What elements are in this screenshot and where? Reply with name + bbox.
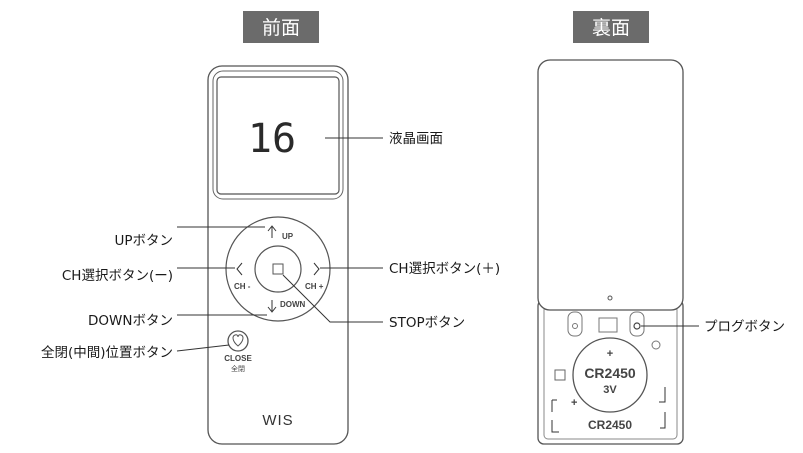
callout-ch-minus: CH選択ボタン(ー) <box>62 268 173 284</box>
up-label: UP <box>282 232 294 241</box>
battery-model-bottom: CR2450 <box>588 418 632 432</box>
ch-minus-button[interactable]: CH - <box>234 262 251 291</box>
ch-plus-label: CH + <box>305 282 324 291</box>
compartment-plus-sign: + <box>571 397 577 409</box>
front-header: 前面 <box>243 11 319 43</box>
cover-hole <box>607 295 613 301</box>
ch-minus-label: CH - <box>234 282 251 291</box>
clip-left <box>567 311 583 337</box>
front-remote: 16 UP DOWN CH - CH + CLOSE 全閉 <box>207 65 349 445</box>
lcd-screen <box>216 76 340 195</box>
callout-down: DOWNボタン <box>88 313 173 329</box>
battery-model: CR2450 <box>584 365 636 381</box>
close-label: CLOSE <box>224 354 252 363</box>
control-ring[interactable] <box>225 216 331 322</box>
back-cover[interactable] <box>537 59 684 311</box>
chevron-left-icon <box>236 262 243 276</box>
front-callout-lines <box>176 137 383 352</box>
chevron-right-icon <box>313 262 320 276</box>
callout-lcd: 液晶画面 <box>389 131 443 147</box>
front-header-label: 前面 <box>262 17 300 39</box>
prog-button[interactable] <box>633 322 641 330</box>
callout-prog: プログボタン <box>704 319 785 335</box>
down-label: DOWN <box>280 300 306 309</box>
callout-up: UPボタン <box>114 233 173 249</box>
brand-logo: WIS <box>262 412 293 429</box>
battery-voltage: 3V <box>603 384 617 396</box>
close-sub-label: 全閉 <box>231 364 245 373</box>
back-header: 裏面 <box>573 11 649 43</box>
down-button[interactable]: DOWN <box>267 300 306 313</box>
stop-button[interactable] <box>254 245 302 293</box>
lcd-digits: 16 <box>248 116 296 162</box>
up-button[interactable]: UP <box>267 225 294 241</box>
callout-close: 全閉(中間)位置ボタン <box>41 344 173 361</box>
clip-right <box>629 311 645 337</box>
stop-icon <box>272 263 284 275</box>
battery <box>572 337 648 413</box>
back-header-label: 裏面 <box>592 17 630 39</box>
contact-square <box>554 369 566 381</box>
battery-plus-sign: + <box>607 348 613 360</box>
ch-plus-button[interactable]: CH + <box>305 262 324 291</box>
heart-icon <box>232 334 244 347</box>
callout-stop: STOPボタン <box>389 315 465 331</box>
back-remote: + CR2450 3V CR2450 + <box>537 59 684 445</box>
lcd-bezel <box>212 70 344 200</box>
down-arrow-icon <box>267 300 277 313</box>
callout-ch-plus: CH選択ボタン(＋) <box>389 261 500 277</box>
close-button[interactable]: CLOSE 全閉 <box>224 330 252 373</box>
up-arrow-icon <box>267 225 277 238</box>
